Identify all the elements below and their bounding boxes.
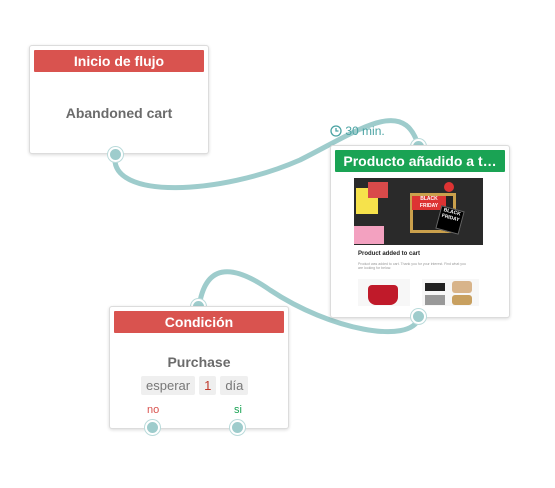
branch-yes-label: si xyxy=(234,404,242,416)
delay-text: 30 min. xyxy=(345,124,385,138)
email-output-port[interactable] xyxy=(411,309,426,324)
email-node-header: Producto añadido a t… xyxy=(335,150,505,172)
clock-icon xyxy=(330,125,342,140)
start-node[interactable]: Inicio de flujo Abandoned cart xyxy=(29,45,209,154)
wait-prefix: esperar xyxy=(141,376,196,395)
thumbnail-tag-1: BLACK FRIDAY xyxy=(412,196,446,210)
thumbnail-body: Product was added to cart. Thank you for… xyxy=(358,262,466,270)
thumbnail-hero-image: BLACK FRIDAY BLACK FRIDAY xyxy=(354,178,483,245)
thumbnail-panel: Product added to cart Product was added … xyxy=(354,245,483,306)
condition-node[interactable]: Condición Purchase xyxy=(109,306,289,429)
email-thumbnail[interactable]: BLACK FRIDAY BLACK FRIDAY Product added … xyxy=(354,178,483,306)
start-node-label: Abandoned cart xyxy=(65,105,173,121)
condition-node-header: Condición xyxy=(114,311,284,333)
thumbnail-product-image-2 xyxy=(422,279,479,306)
branch-no-label: no xyxy=(147,404,160,416)
wait-controls: esperar 1 día xyxy=(141,376,249,395)
yes-output-port[interactable] xyxy=(230,420,245,435)
condition-node-label: Purchase xyxy=(167,354,231,370)
thumbnail-product-image-1 xyxy=(358,279,410,306)
wait-unit[interactable]: día xyxy=(220,376,249,395)
wait-amount[interactable]: 1 xyxy=(199,376,217,395)
start-output-port[interactable] xyxy=(108,147,123,162)
start-node-header: Inicio de flujo xyxy=(34,50,204,72)
no-output-port[interactable] xyxy=(145,420,160,435)
thumbnail-title: Product added to cart xyxy=(358,251,421,257)
delay-label: 30 min. xyxy=(330,124,385,140)
